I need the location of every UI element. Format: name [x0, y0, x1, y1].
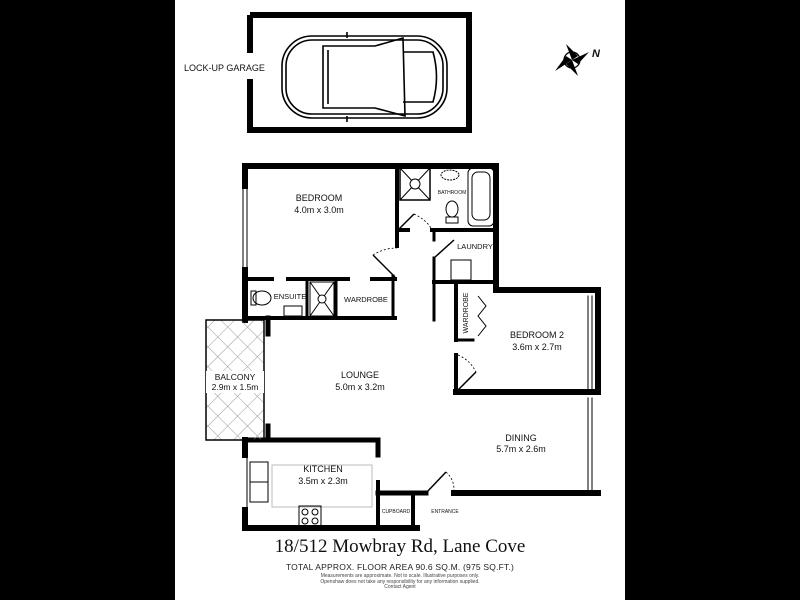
ensuite-label: ENSUITE	[274, 292, 307, 301]
dining-size: 5.7m x 2.6m	[496, 444, 546, 454]
bedroom2-label: BEDROOM 2	[510, 330, 564, 340]
floor-plan-sheet: N	[175, 0, 625, 600]
bathroom-label: BATHROOM	[438, 190, 467, 196]
cupboard-label: CUPBOARD	[382, 509, 411, 515]
disclaimer: Measurements are approximate. Not to sca…	[175, 573, 625, 591]
bedroom2-size: 3.6m x 2.7m	[512, 342, 562, 352]
compass-rose-icon: N	[555, 44, 601, 76]
floor-area: TOTAL APPROX. FLOOR AREA 90.6 SQ.M. (975…	[285, 562, 515, 572]
doors	[372, 213, 477, 494]
room-labels: LOCK-UP GARAGE BEDROOM 4.0m x 3.0m BATHR…	[184, 63, 564, 515]
bedroom-size: 4.0m x 3.0m	[294, 205, 344, 215]
lounge-size: 5.0m x 3.2m	[335, 382, 385, 392]
laundry-label: LAUNDRY	[457, 242, 493, 251]
kitchen-label: KITCHEN	[303, 464, 343, 474]
balcony-label: BALCONY	[215, 372, 256, 382]
property-address: 18/512 Mowbray Rd, Lane Cove	[274, 536, 526, 557]
car-icon	[281, 32, 448, 122]
entrance-label: ENTRANCE	[431, 509, 459, 515]
garage-label: LOCK-UP GARAGE	[184, 63, 265, 73]
floor-plan-drawing: N	[184, 12, 601, 531]
dining-label: DINING	[505, 433, 537, 443]
garage	[247, 12, 472, 133]
wardrobe-label: WARDROBE	[344, 295, 388, 304]
walls	[242, 163, 601, 531]
lounge-label: LOUNGE	[341, 370, 379, 380]
disclaimer-line: Openshaw does not take any responsibilit…	[320, 578, 480, 585]
wardrobe2-label: WARDROBE	[463, 292, 470, 333]
disclaimer-line: Measurements are approximate. Not to sca…	[320, 573, 480, 579]
bedroom-label: BEDROOM	[296, 193, 343, 203]
bathroom-fixtures	[249, 167, 495, 527]
north-label: N	[592, 48, 601, 60]
balcony-size: 2.9m x 1.5m	[212, 382, 259, 392]
disclaimer-line: Contact Agent	[384, 584, 416, 590]
kitchen-size: 3.5m x 2.3m	[298, 476, 348, 486]
